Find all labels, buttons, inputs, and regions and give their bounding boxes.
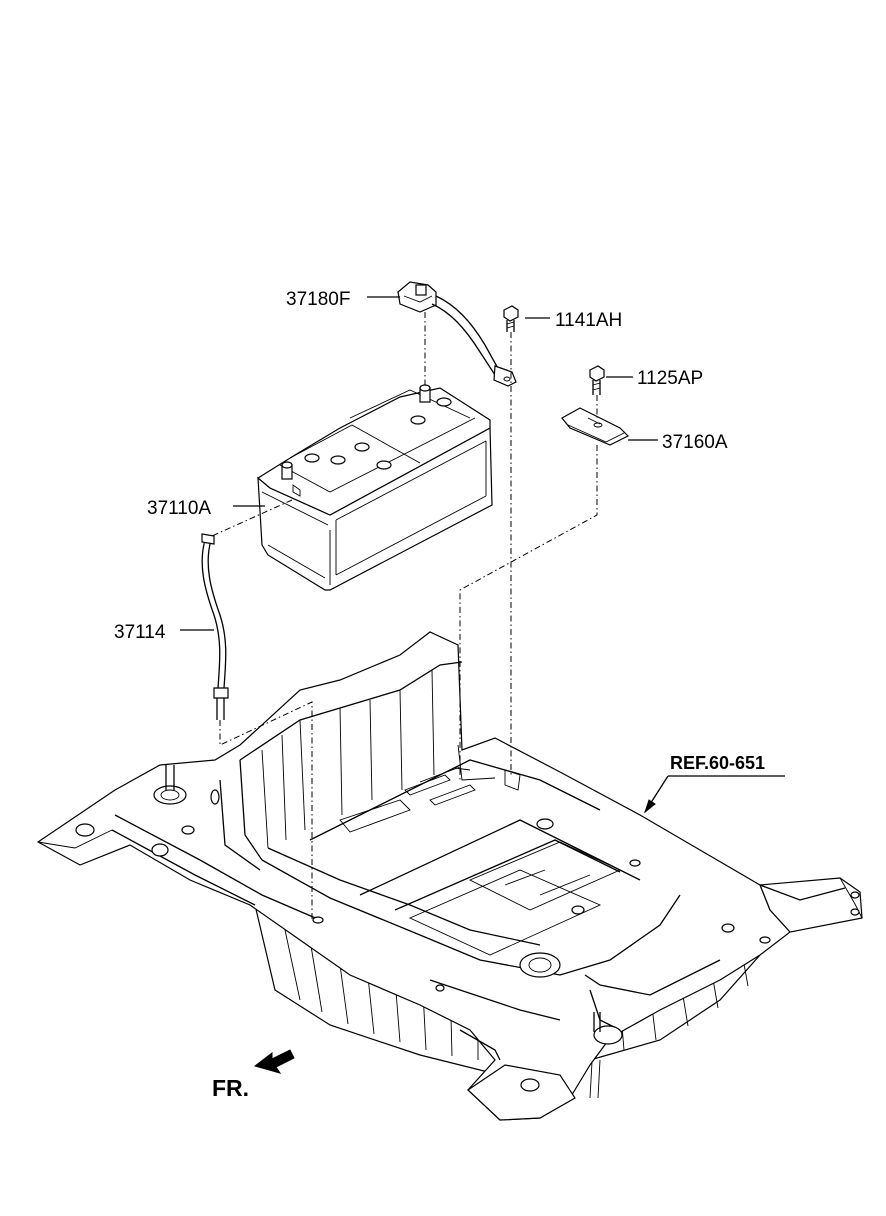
vent-hose (201, 533, 229, 720)
rear-floor-panel (36, 631, 863, 1121)
label-37114: 37114 (114, 622, 166, 643)
label-37180f: 37180F (286, 289, 350, 310)
battery (256, 384, 493, 591)
positive-cable (397, 281, 517, 387)
battery-clamp (561, 407, 630, 446)
label-ref-60-651: REF.60-651 (670, 753, 765, 773)
bolt-1141ah (503, 305, 519, 332)
bolt-1125ap (589, 365, 605, 395)
label-37160a: 37160A (662, 432, 728, 453)
front-arrow-icon (253, 1049, 295, 1074)
label-1141ah: 1141AH (555, 310, 622, 331)
label-1125ap: 1125AP (637, 368, 703, 389)
leader-lines (180, 296, 785, 814)
front-label: FR. (212, 1075, 249, 1101)
assembly-guide-lines (211, 312, 598, 920)
label-37110a: 37110A (147, 498, 211, 519)
front-direction-indicator: FR. (212, 1049, 295, 1101)
